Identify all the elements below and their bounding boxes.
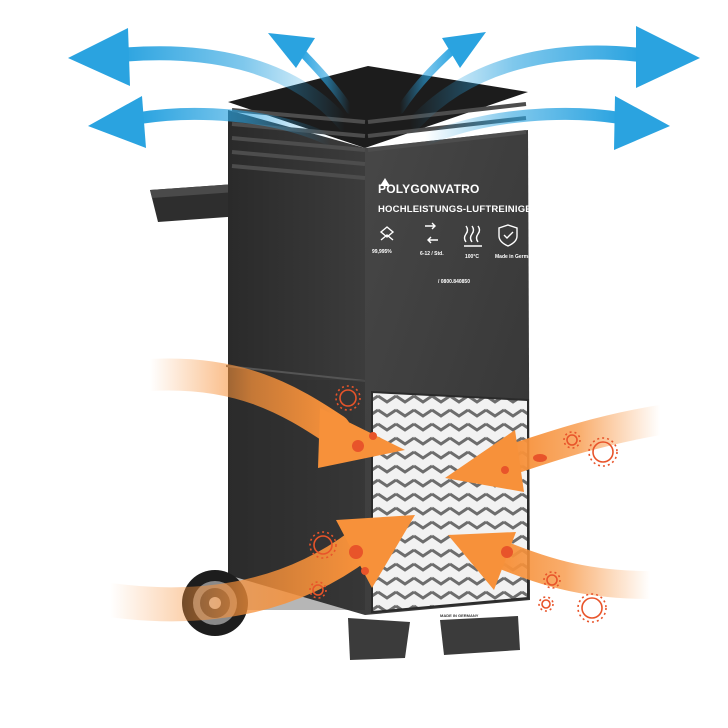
grille-label: MADE IN GERMANY [440,613,479,618]
feature-temperature: 100°C [465,254,479,260]
particle-dot [501,546,513,558]
heat-icon [463,225,482,247]
brand-logo-icon [380,178,390,186]
particle-dot [352,440,364,452]
virus-icon [577,593,607,623]
virus-icon [309,531,337,559]
filter-grille [371,390,529,614]
virus-icon [563,431,581,449]
side-panel [226,110,365,615]
feature-filtration: 99,995% [372,249,392,255]
virus-particles [309,385,618,623]
feet [348,616,520,660]
particle-dot [361,567,369,575]
virus-icon [335,385,361,411]
virus-icon [588,437,618,467]
shield-check-icon [498,224,518,247]
filter-icon [379,226,395,241]
feature-made-in-germany: Made in Germany [495,254,537,260]
outflow-arrows [68,26,700,150]
feature-air-exchange: 6-12 / Std. [420,251,444,257]
particle-dot [369,432,377,440]
phone-number: / 0800.840850 [438,279,470,285]
product-title: HOCHLEISTUNGS-LUFTREINIGER [378,204,539,215]
virus-icon [309,581,327,599]
particle-dot [533,454,547,462]
virus-icon [538,596,554,612]
particle-dot [501,466,509,474]
particle-dot [349,545,363,559]
inflow-arrows [93,358,675,622]
brand-name: POLYGONVATRO [378,182,480,196]
virus-icon [543,571,561,589]
air-exchange-icon [425,222,438,244]
